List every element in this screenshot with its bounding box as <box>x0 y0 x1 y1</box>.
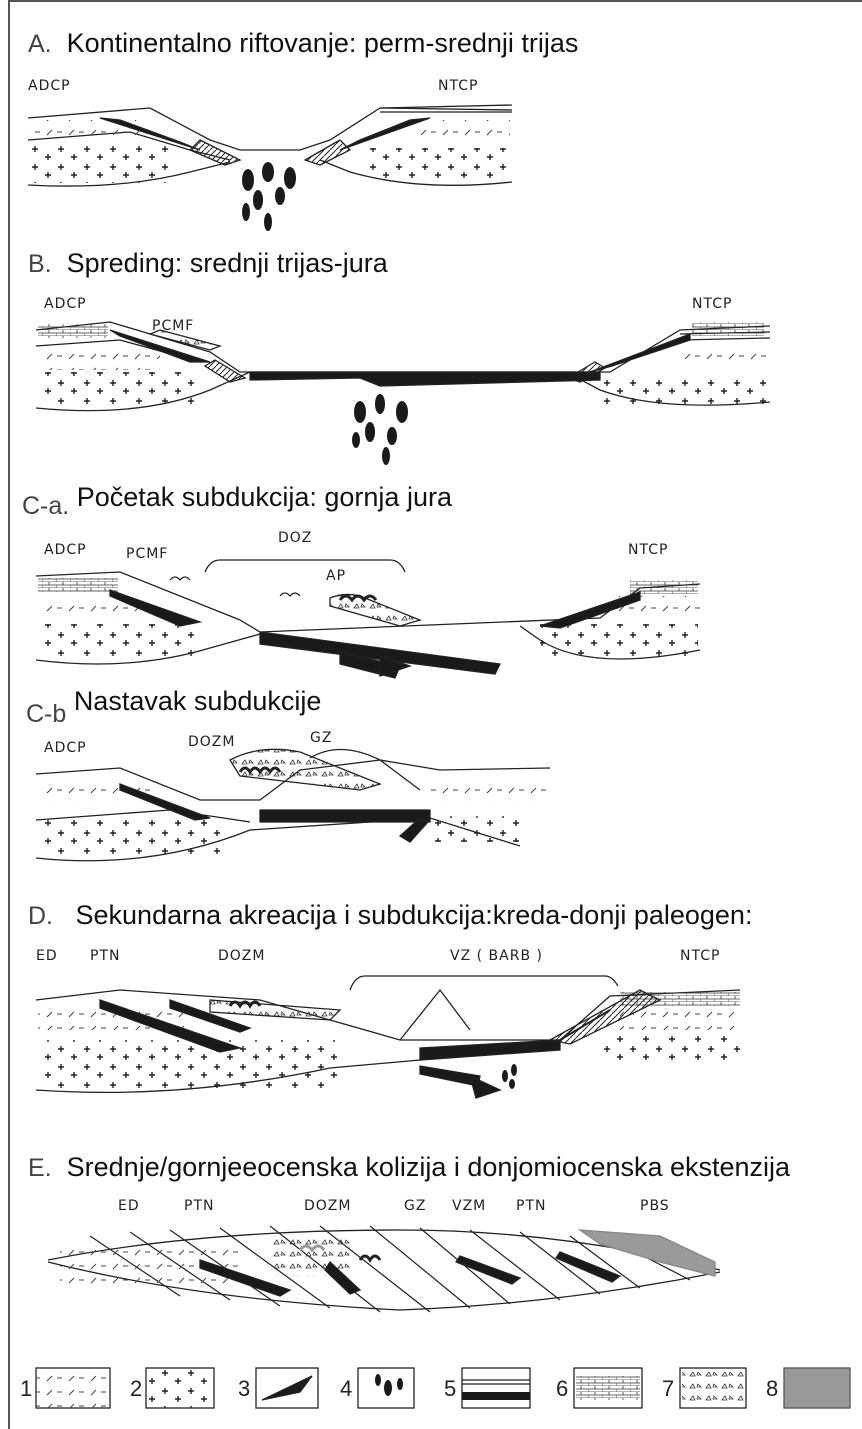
panel-d-section <box>36 976 740 1098</box>
panel-cb-section <box>36 749 550 860</box>
panel-b-section <box>36 322 770 465</box>
legend-swatch-5 <box>462 1368 530 1408</box>
legend-number-8: 8 <box>766 1376 778 1402</box>
legend <box>36 1368 850 1408</box>
legend-number-4: 4 <box>340 1376 352 1402</box>
legend-number-5: 5 <box>444 1376 456 1402</box>
legend-number-2: 2 <box>130 1376 142 1402</box>
legend-swatch-8 <box>784 1368 850 1408</box>
legend-number-7: 7 <box>662 1376 674 1402</box>
legend-number-1: 1 <box>20 1376 32 1402</box>
panel-e-section <box>48 1226 720 1312</box>
legend-number-3: 3 <box>238 1376 250 1402</box>
panel-ca-section <box>36 560 700 678</box>
legend-number-6: 6 <box>556 1376 568 1402</box>
panel-a-section <box>28 105 512 231</box>
